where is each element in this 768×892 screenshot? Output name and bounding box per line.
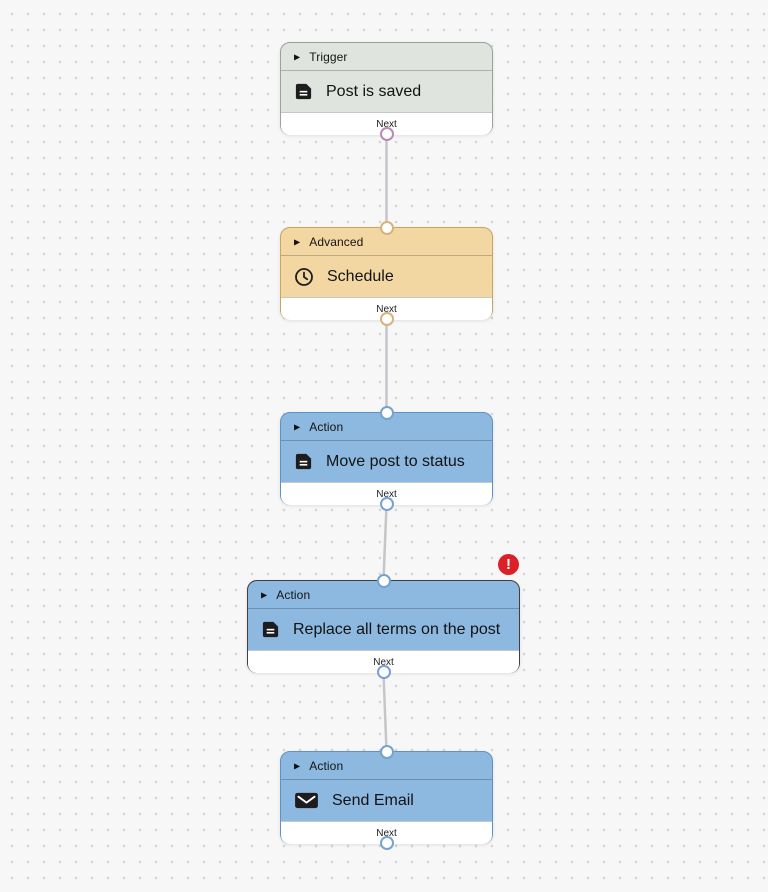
node-trigger-post-is-saved[interactable]: ▶ Trigger Post is saved Next [280,42,493,141]
node-action-replace-all-terms[interactable]: ! ▶ Action Replace all terms on the post… [247,554,520,679]
node-kind-label: Action [276,587,311,602]
node-title: Send Email [332,791,414,809]
next-label: Next [373,656,394,668]
node-body[interactable]: Move post to status [281,441,492,482]
clock-icon [294,267,314,287]
node-footer: Next [281,297,492,320]
document-icon [294,452,313,471]
output-port[interactable] [376,665,391,679]
next-label: Next [376,118,397,130]
node-action-send-email[interactable]: ▶ Action Send Email Next [280,745,493,850]
node-kind-label: Advanced [309,234,364,249]
collapse-triangle-icon[interactable]: ▶ [294,237,301,246]
node-header[interactable]: ▶ Advanced [281,228,492,256]
edge-move-post-to-replace-terms [382,503,388,582]
node-kind-label: Action [309,758,344,773]
node-body[interactable]: Schedule [281,256,492,297]
node-header[interactable]: ▶ Action [248,581,519,609]
node-header[interactable]: ▶ Action [281,752,492,780]
node-header[interactable]: ▶ Trigger [281,43,492,71]
node-title: Replace all terms on the post [293,620,501,638]
edge-replace-terms-to-send-email [382,671,388,753]
input-port[interactable] [379,406,394,420]
node-title: Post is saved [326,82,422,100]
error-badge: ! [498,554,519,575]
output-port[interactable] [379,497,394,511]
node-body[interactable]: Replace all terms on the post [248,609,519,650]
document-icon [261,620,280,639]
next-label: Next [376,827,397,839]
node-footer: Next [248,650,519,673]
next-label: Next [376,488,397,500]
output-port[interactable] [379,312,394,326]
node-body[interactable]: Send Email [281,780,492,821]
next-label: Next [376,303,397,315]
node-title: Move post to status [326,452,465,470]
input-port[interactable] [379,745,394,759]
envelope-icon [294,791,319,810]
node-footer: Next [281,482,492,505]
collapse-triangle-icon[interactable]: ▶ [294,422,301,431]
node-title: Schedule [327,267,394,285]
collapse-triangle-icon[interactable]: ▶ [294,52,301,61]
node-kind-label: Trigger [309,49,348,64]
node-advanced-schedule[interactable]: ▶ Advanced Schedule Next [280,221,493,326]
collapse-triangle-icon[interactable]: ▶ [261,590,268,599]
node-footer: Next [281,821,492,844]
collapse-triangle-icon[interactable]: ▶ [294,761,301,770]
node-action-move-post-to-status[interactable]: ▶ Action Move post to status Next [280,406,493,511]
node-kind-label: Action [309,419,344,434]
input-port[interactable] [376,574,391,588]
output-port[interactable] [379,836,394,850]
input-port[interactable] [379,221,394,235]
error-exclamation-icon: ! [506,556,511,573]
node-footer: Next [281,112,492,135]
document-icon [294,82,313,101]
output-port[interactable] [379,127,394,141]
node-header[interactable]: ▶ Action [281,413,492,441]
node-body[interactable]: Post is saved [281,71,492,112]
